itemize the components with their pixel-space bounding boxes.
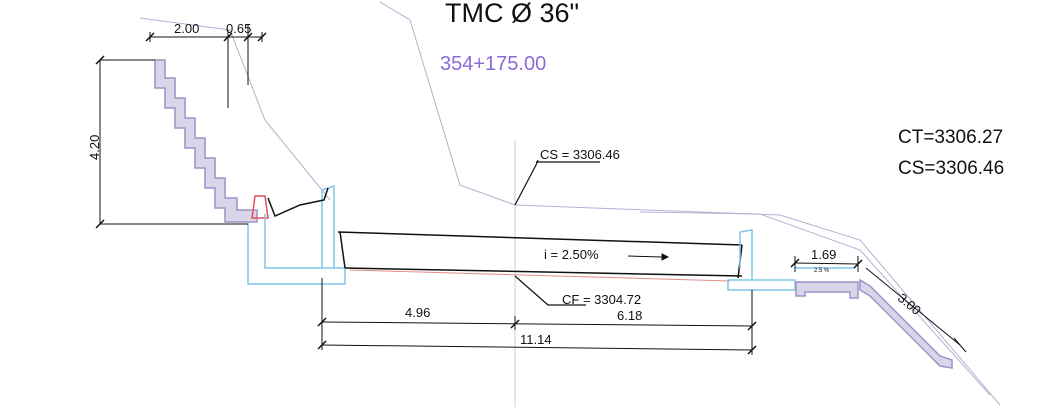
elevation-ct: CT=3306.27 bbox=[898, 127, 1004, 148]
callout-cf: CF = 3304.72 bbox=[562, 292, 642, 307]
red-marker bbox=[251, 195, 269, 219]
dim-left-height: 4.20 bbox=[87, 134, 102, 160]
elevation-cs: CS=3306.46 bbox=[898, 158, 1005, 179]
right-structure bbox=[727, 229, 855, 291]
dim-top-width-b: 0.65 bbox=[226, 21, 252, 36]
station-label: 354+175.00 bbox=[440, 53, 547, 75]
left-stepped-wall bbox=[154, 59, 258, 223]
slope-label: i = 2.50% bbox=[544, 247, 599, 262]
drawing-title: TMC Ø 36" bbox=[445, 0, 580, 28]
ditch-profile bbox=[267, 187, 329, 218]
dim-top-width-a: 2.00 bbox=[174, 21, 200, 36]
callout-leaders bbox=[514, 159, 600, 306]
right-stepped-slope bbox=[795, 278, 953, 369]
dim-right-offset: 6.18 bbox=[617, 308, 643, 323]
pipe-invert-red bbox=[349, 269, 731, 282]
dim-right-berm: 1.69 bbox=[811, 247, 837, 262]
terrain-lines bbox=[139, 1, 1001, 406]
dim-left-offset: 4.96 bbox=[405, 305, 431, 320]
left-structure bbox=[247, 184, 346, 285]
dim-right-small: 2.5 % bbox=[814, 268, 830, 274]
dim-total-width: 11.14 bbox=[520, 332, 552, 347]
dimension-lines bbox=[99, 25, 967, 355]
callout-cs: CS = 3306.46 bbox=[540, 147, 620, 162]
dimension-ticks bbox=[95, 32, 863, 355]
slope-arrow bbox=[627, 253, 670, 261]
